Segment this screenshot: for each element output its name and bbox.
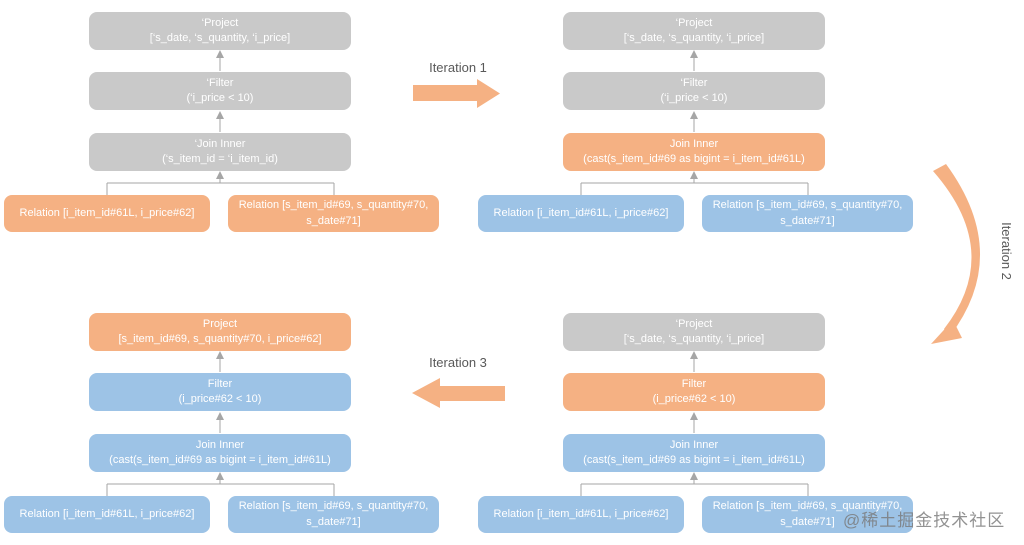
node-detail: (cast(s_item_id#69 as bigint = i_item_id… bbox=[109, 454, 331, 466]
relation-node-right: Relation [s_item_id#69, s_quantity#70, s… bbox=[228, 195, 439, 232]
plan-connector-lines bbox=[580, 50, 809, 195]
node-title: ‘Project bbox=[675, 317, 713, 330]
node-title: Project bbox=[202, 317, 238, 330]
node-detail: [s_item_id#69, s_quantity#70, i_price#62… bbox=[118, 333, 322, 345]
query-plan-tree-bottom-right: ‘Project [‘s_date, ‘s_quantity, ‘i_price… bbox=[478, 313, 928, 535]
join-node: Join Inner (cast(s_item_id#69 as bigint … bbox=[563, 434, 825, 472]
node-title: Join Inner bbox=[669, 137, 719, 150]
node-detail: Relation [i_item_id#61L, i_price#62] bbox=[493, 507, 669, 520]
node-detail: Relation [s_item_id#69, s_quantity#70, s… bbox=[712, 199, 903, 227]
project-node: Project [s_item_id#69, s_quantity#70, i_… bbox=[89, 313, 351, 351]
node-title: ‘Project bbox=[201, 16, 239, 29]
join-node: ‘Join Inner (‘s_item_id = ‘i_item_id) bbox=[89, 133, 351, 171]
filter-node: Filter (i_price#62 < 10) bbox=[563, 373, 825, 411]
node-title: Filter bbox=[207, 377, 233, 390]
project-node: ‘Project [‘s_date, ‘s_quantity, ‘i_price… bbox=[563, 313, 825, 351]
node-detail: [‘s_date, ‘s_quantity, ‘i_price] bbox=[149, 32, 291, 44]
node-detail: Relation [s_item_id#69, s_quantity#70, s… bbox=[712, 500, 903, 528]
relation-node-right: Relation [s_item_id#69, s_quantity#70, s… bbox=[702, 496, 913, 533]
relation-node-right: Relation [s_item_id#69, s_quantity#70, s… bbox=[702, 195, 913, 232]
plan-connector-lines bbox=[106, 50, 335, 195]
plan-connector-lines bbox=[580, 351, 809, 496]
plan-connector-lines bbox=[106, 351, 335, 496]
iteration-2-curved-arrow-icon bbox=[933, 164, 981, 336]
node-title: ‘Project bbox=[675, 16, 713, 29]
node-title: Filter bbox=[681, 377, 707, 390]
iteration-2-label: Iteration 2 bbox=[999, 222, 1014, 280]
iteration-3-label: Iteration 3 bbox=[429, 355, 487, 370]
query-plan-tree-bottom-left: Project [s_item_id#69, s_quantity#70, i_… bbox=[4, 313, 454, 535]
watermark-text: @稀土掘金技术社区 bbox=[843, 511, 1006, 530]
node-detail: (‘s_item_id = ‘i_item_id) bbox=[162, 153, 278, 165]
node-detail: [‘s_date, ‘s_quantity, ‘i_price] bbox=[623, 333, 765, 345]
filter-node: Filter (i_price#62 < 10) bbox=[89, 373, 351, 411]
join-node: Join Inner (cast(s_item_id#69 as bigint … bbox=[89, 434, 351, 472]
node-detail: Relation [i_item_id#61L, i_price#62] bbox=[493, 206, 669, 219]
node-detail: (‘i_price < 10) bbox=[660, 92, 728, 104]
relation-node-left: Relation [i_item_id#61L, i_price#62] bbox=[4, 195, 210, 232]
node-detail: Relation [s_item_id#69, s_quantity#70, s… bbox=[238, 500, 429, 528]
relation-node-left: Relation [i_item_id#61L, i_price#62] bbox=[478, 496, 684, 533]
query-plan-tree-top-right: ‘Project [‘s_date, ‘s_quantity, ‘i_price… bbox=[478, 12, 928, 234]
filter-node: ‘Filter (‘i_price < 10) bbox=[563, 72, 825, 110]
node-detail: (i_price#62 < 10) bbox=[178, 393, 262, 405]
iteration-1-label: Iteration 1 bbox=[429, 60, 487, 75]
project-node: ‘Project [‘s_date, ‘s_quantity, ‘i_price… bbox=[89, 12, 351, 50]
relation-node-left: Relation [i_item_id#61L, i_price#62] bbox=[4, 496, 210, 533]
query-plan-tree-top-left: ‘Project [‘s_date, ‘s_quantity, ‘i_price… bbox=[4, 12, 454, 234]
project-node: ‘Project [‘s_date, ‘s_quantity, ‘i_price… bbox=[563, 12, 825, 50]
node-title: ‘Filter bbox=[680, 76, 708, 89]
node-title: ‘Filter bbox=[206, 76, 234, 89]
relation-node-left: Relation [i_item_id#61L, i_price#62] bbox=[478, 195, 684, 232]
node-detail: Relation [i_item_id#61L, i_price#62] bbox=[19, 507, 195, 520]
node-detail: (cast(s_item_id#69 as bigint = i_item_id… bbox=[583, 454, 805, 466]
relation-node-right: Relation [s_item_id#69, s_quantity#70, s… bbox=[228, 496, 439, 533]
node-detail: [‘s_date, ‘s_quantity, ‘i_price] bbox=[623, 32, 765, 44]
node-title: Join Inner bbox=[669, 438, 719, 451]
iteration-2-arrowhead-icon bbox=[931, 320, 962, 344]
node-detail: (‘i_price < 10) bbox=[186, 92, 254, 104]
node-title: Join Inner bbox=[195, 438, 245, 451]
node-title: ‘Join Inner bbox=[194, 137, 246, 150]
filter-node: ‘Filter (‘i_price < 10) bbox=[89, 72, 351, 110]
node-detail: Relation [i_item_id#61L, i_price#62] bbox=[19, 206, 195, 219]
join-node: Join Inner (cast(s_item_id#69 as bigint … bbox=[563, 133, 825, 171]
node-detail: Relation [s_item_id#69, s_quantity#70, s… bbox=[238, 199, 429, 227]
node-detail: (cast(s_item_id#69 as bigint = i_item_id… bbox=[583, 153, 805, 165]
node-detail: (i_price#62 < 10) bbox=[652, 393, 736, 405]
